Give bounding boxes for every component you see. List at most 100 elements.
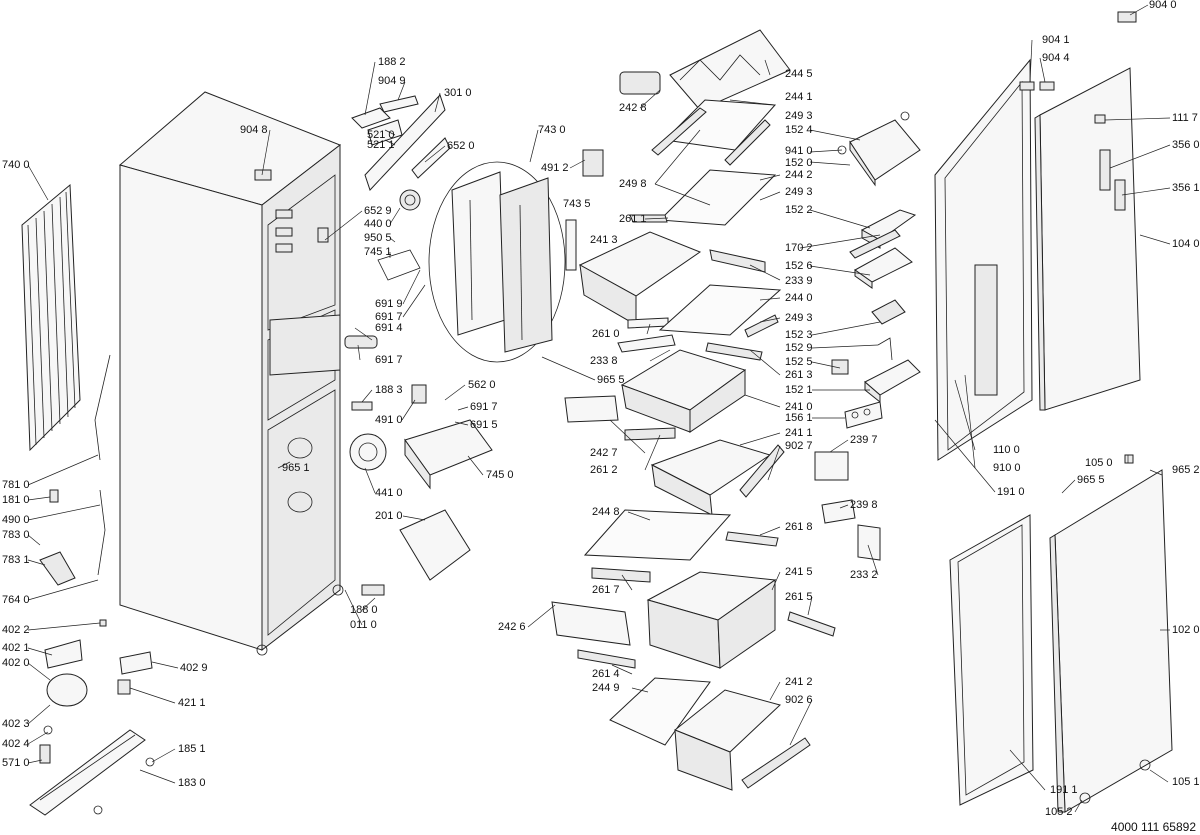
callout-label: 904 0	[1149, 0, 1177, 11]
fan-parts	[349, 384, 493, 596]
callout-label: 783 1	[2, 554, 30, 566]
callout-label: 490 0	[2, 514, 30, 526]
callout-label: 261 4	[592, 668, 620, 680]
callout-label: 745 0	[486, 469, 514, 481]
callout-label: 152 0	[785, 157, 813, 169]
callout-label: 188 0	[350, 604, 378, 616]
callout-label: 965 1	[282, 462, 310, 474]
callout-label: 241 2	[785, 676, 813, 688]
condenser-coil	[21, 183, 81, 452]
callout-label: 691 9	[375, 298, 403, 310]
callout-label: 421 1	[178, 697, 206, 709]
callout-label: 188 2	[378, 56, 406, 68]
callout-label: 111 7	[1172, 112, 1198, 124]
callout-label: 910 0	[993, 462, 1021, 474]
callout-label: 244 8	[592, 506, 620, 518]
callout-label: 402 2	[2, 624, 30, 636]
callout-label: 244 2	[785, 169, 813, 181]
callout-label: 244 9	[592, 682, 620, 694]
callout-label: 965 5	[1077, 474, 1105, 486]
callout-label: 244 5	[785, 68, 813, 80]
callout-label: 239 7	[850, 434, 878, 446]
callout-label: 242 7	[590, 447, 618, 459]
callout-label: 652 0	[447, 140, 475, 152]
callout-label: 261 8	[785, 521, 813, 533]
callout-label: 691 7	[375, 311, 403, 323]
compressor-parts	[29, 354, 155, 816]
callout-label: 904 9	[378, 75, 406, 87]
callout-label: 170 2	[785, 242, 813, 254]
callout-label: 491 2	[541, 162, 569, 174]
callout-label: 105 0	[1085, 457, 1113, 469]
callout-label: 249 3	[785, 186, 813, 198]
callout-label: 941 0	[785, 145, 813, 157]
callout-label: 152 4	[785, 124, 813, 136]
callout-label: 233 9	[785, 275, 813, 287]
callout-label: 239 8	[850, 499, 878, 511]
callout-label: 745 1	[364, 246, 392, 258]
callout-label: 201 0	[375, 510, 403, 522]
callout-label: 781 0	[2, 479, 30, 491]
callout-label: 244 1	[785, 91, 813, 103]
callout-label: 740 0	[2, 159, 30, 171]
top-panel-parts	[344, 94, 451, 349]
callout-label: 191 0	[997, 486, 1025, 498]
callout-label: 105 2	[1045, 806, 1073, 818]
callout-label: 261 0	[592, 328, 620, 340]
leader-lines	[27, 4, 1171, 813]
callout-label: 181 0	[2, 494, 30, 506]
callout-label: 691 4	[375, 322, 403, 334]
callout-label: 571 0	[2, 757, 30, 769]
callout-label: 011 0	[350, 619, 377, 631]
callout-label: 691 7	[470, 401, 498, 413]
crisper-drawers	[551, 349, 881, 791]
callout-label: 233 2	[850, 569, 878, 581]
callout-label: 104 0	[1172, 238, 1200, 250]
callout-label: 301 0	[444, 87, 472, 99]
callout-label: 152 3	[785, 329, 813, 341]
callout-label: 152 5	[785, 356, 813, 368]
callout-label: 152 1	[785, 384, 813, 396]
callout-label: 249 3	[785, 312, 813, 324]
callout-label: 102 0	[1172, 624, 1200, 636]
callout-label: 691 5	[470, 419, 498, 431]
callout-label: 562 0	[468, 379, 496, 391]
callout-label: 261 1	[619, 213, 647, 225]
callout-label: 783 0	[2, 529, 30, 541]
callout-label: 110 0	[993, 444, 1020, 456]
callout-label: 965 2	[1172, 464, 1200, 476]
callout-label: 241 3	[590, 234, 618, 246]
callout-label: 249 3	[785, 110, 813, 122]
callout-label: 241 1	[785, 427, 813, 439]
callout-label: 950 5	[364, 232, 392, 244]
callout-label: 105 1	[1172, 776, 1200, 788]
callout-label: 191 1	[1050, 784, 1078, 796]
callout-label: 904 8	[240, 124, 268, 136]
callout-label: 521 1	[367, 139, 395, 151]
callout-label: 188 3	[375, 384, 403, 396]
callout-label: 904 1	[1042, 34, 1070, 46]
callout-label: 402 4	[2, 738, 30, 750]
callout-label: 743 5	[563, 198, 591, 210]
callout-label: 402 9	[180, 662, 208, 674]
callout-label: 743 0	[538, 124, 566, 136]
callout-label: 185 1	[178, 743, 206, 755]
callout-label: 402 1	[2, 642, 30, 654]
callout-label: 402 3	[2, 718, 30, 730]
callout-label: 691 7	[375, 354, 403, 366]
callout-label: 491 0	[375, 414, 403, 426]
callout-label: 244 0	[785, 292, 813, 304]
callout-label: 183 0	[178, 777, 206, 789]
callout-label: 242 8	[619, 102, 647, 114]
doors	[934, 11, 1173, 813]
callout-label: 356 1	[1172, 182, 1200, 194]
callout-label: 521 0	[367, 129, 395, 141]
callout-label: 441 0	[375, 487, 403, 499]
callout-label: 233 8	[590, 355, 618, 367]
callout-label: 904 4	[1042, 52, 1070, 64]
cabinet-body	[118, 91, 344, 656]
callout-label: 152 6	[785, 260, 813, 272]
callout-label: 902 7	[785, 440, 813, 452]
door-bins	[831, 111, 921, 429]
